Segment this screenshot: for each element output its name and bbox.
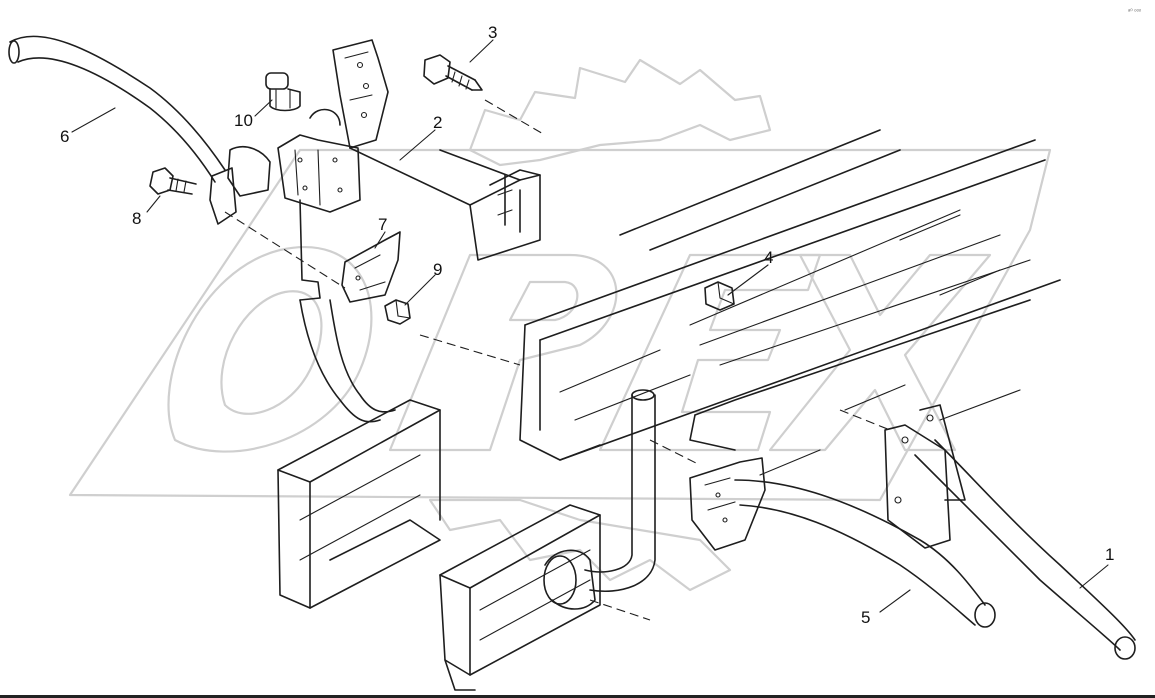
watermark-logo — [68, 58, 1052, 592]
vertical-pipe — [584, 389, 656, 592]
part-3-bolt — [423, 54, 483, 91]
callout-7: 7 — [378, 215, 387, 234]
part-7-bracket — [299, 199, 401, 303]
callout-6: 6 — [60, 127, 69, 146]
watermark-letter-p — [388, 253, 618, 452]
part-8-bolt — [149, 167, 197, 195]
part-6-tube-upper — [8, 35, 226, 183]
part-9-nut — [384, 299, 411, 325]
watermark-letter-o — [167, 246, 373, 453]
watermark-frame — [68, 148, 1052, 502]
part-4-nut — [704, 281, 735, 311]
cross-member-center — [439, 504, 601, 691]
callout-labels: 1 2 3 4 5 6 7 8 9 10 ᵃ⁰ ᵒᵒᵒ — [60, 8, 1142, 627]
clamp-assembly — [209, 108, 361, 225]
cross-member-left — [277, 299, 441, 609]
part-5-tube-lower — [734, 479, 996, 628]
callout-8: 8 — [132, 209, 141, 228]
center-lines — [224, 99, 891, 621]
callout-5: 5 — [861, 608, 870, 627]
part-1-tube-with-hanger — [884, 404, 1136, 660]
part-2-mounting-bracket — [332, 39, 541, 261]
callout-4: 4 — [764, 248, 773, 267]
callout-3: 3 — [488, 23, 497, 42]
callout-1: 1 — [1105, 545, 1114, 564]
watermark-letter-x — [768, 253, 992, 452]
watermark-gear-bottom — [428, 498, 732, 592]
bottom-border — [0, 695, 1155, 698]
callout-9: 9 — [433, 260, 442, 279]
part-10-plug — [265, 72, 301, 112]
rail-clamp-right — [689, 457, 766, 551]
watermark-gear — [468, 58, 772, 167]
corner-mark: ᵃ⁰ ᵒᵒᵒ — [1128, 8, 1142, 15]
callout-2: 2 — [433, 113, 442, 132]
callout-10: 10 — [234, 111, 253, 130]
leader-lines — [71, 39, 1109, 613]
